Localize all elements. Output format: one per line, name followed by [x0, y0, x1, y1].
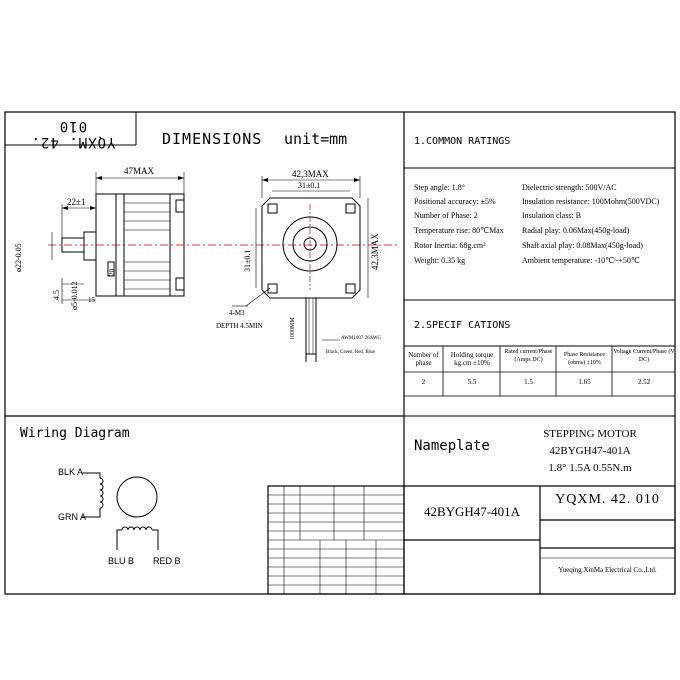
spec-val-torque: 5.5 [467, 378, 477, 386]
rating-weight: Weight: 0.35 kg [414, 256, 466, 265]
side-view-drawing [48, 172, 400, 304]
rating-inertia: Rotor Inertia: 68g.cm² [414, 241, 486, 250]
rating-phases: Number of Phase: 2 [414, 211, 478, 220]
spec-val-phase: 2 [421, 378, 426, 386]
rating-insulation-class: Insulation class: B [522, 211, 582, 220]
dim-15: 15 [88, 296, 95, 304]
shaft-length: 22±1 [67, 197, 86, 207]
titlebox-code: YQXM. 42. 010 [555, 492, 660, 507]
rating-radial-play: Radial play: 0.06Max(450g-load) [522, 226, 630, 235]
title-box-grid [267, 485, 676, 595]
front-view-drawing [232, 176, 369, 362]
spec-col-resistance: Phase Resistance (ohms) ±10% [563, 352, 606, 366]
spec-col-current: Rated current/Phase (Amps DC) [504, 349, 553, 363]
spec-col-phase: Number of phase [408, 351, 439, 367]
rating-positional: Positional accuracy: ±5% [414, 197, 496, 206]
rating-axial-play: Shaft axial play: 0.08Max(450g-load) [522, 241, 643, 250]
nameplate-line1: STEPPING MOTOR [543, 428, 637, 440]
nameplate-line3: 1.8° 1.5A 0.55N.m [548, 462, 632, 474]
spec-val-resistance: 1.65 [578, 378, 591, 386]
rating-ambient: Ambient temperature: -10℃~+50℃ [522, 256, 640, 265]
wire-blu-b: BLU B [108, 556, 135, 566]
wire-blk-a: BLK A [58, 467, 84, 477]
hole-depth: DEPTH 4.5MIN [216, 322, 263, 330]
wire-red-b: RED B [153, 556, 181, 566]
titlebox-company: Yueqing XinMa Electrical Co.,Ltd. [558, 566, 657, 574]
ratings-header: 1.COMMON RATINGS [414, 136, 511, 147]
spec-val-voltage: 2.52 [637, 378, 651, 386]
rating-dielectric: Dielectric strength: 500V/AC [522, 183, 617, 192]
rating-step-angle: Step angle: 1.8° [414, 183, 465, 192]
spec-val-current: 1.5 [524, 378, 533, 386]
rating-temp-rise: Temperature rise: 80℃Max [414, 226, 504, 235]
dimensions-title: DIMENSIONS [162, 130, 263, 148]
wiring-title: Wiring Diagram [20, 426, 130, 441]
titlebox-model: 42BYGH47-401A [423, 504, 521, 519]
specs-table-grid [403, 345, 676, 397]
front-pitch-h: 31±0.1 [298, 181, 321, 190]
wire-grn-a: GRN A [58, 512, 87, 522]
dimensions-unit: unit=mm [284, 130, 348, 148]
lead-note: AWM1007 26AWG [341, 336, 382, 341]
nameplate-label: Nameplate [414, 438, 490, 454]
spec-col-torque: Holding torque kg.cm ±10% [450, 351, 494, 367]
front-width-max: 42,3MAX [292, 169, 329, 179]
hole-spec: 4-M3 [229, 309, 245, 317]
lead-colors: Black, Green, Red, Blue [326, 350, 375, 355]
nameplate-line2: 42BYGH47-401A [549, 445, 631, 457]
wiring-diagram [82, 472, 159, 550]
side-length-max: 47MAX [124, 166, 155, 176]
spec-col-voltage: Voltage Current/Phase (V DC) [613, 349, 675, 363]
rating-insulation-res: Insulation resistance: 100Mohm(500VDC) [522, 197, 660, 206]
specs-header: 2.SPECIF CATIONS [414, 320, 511, 331]
